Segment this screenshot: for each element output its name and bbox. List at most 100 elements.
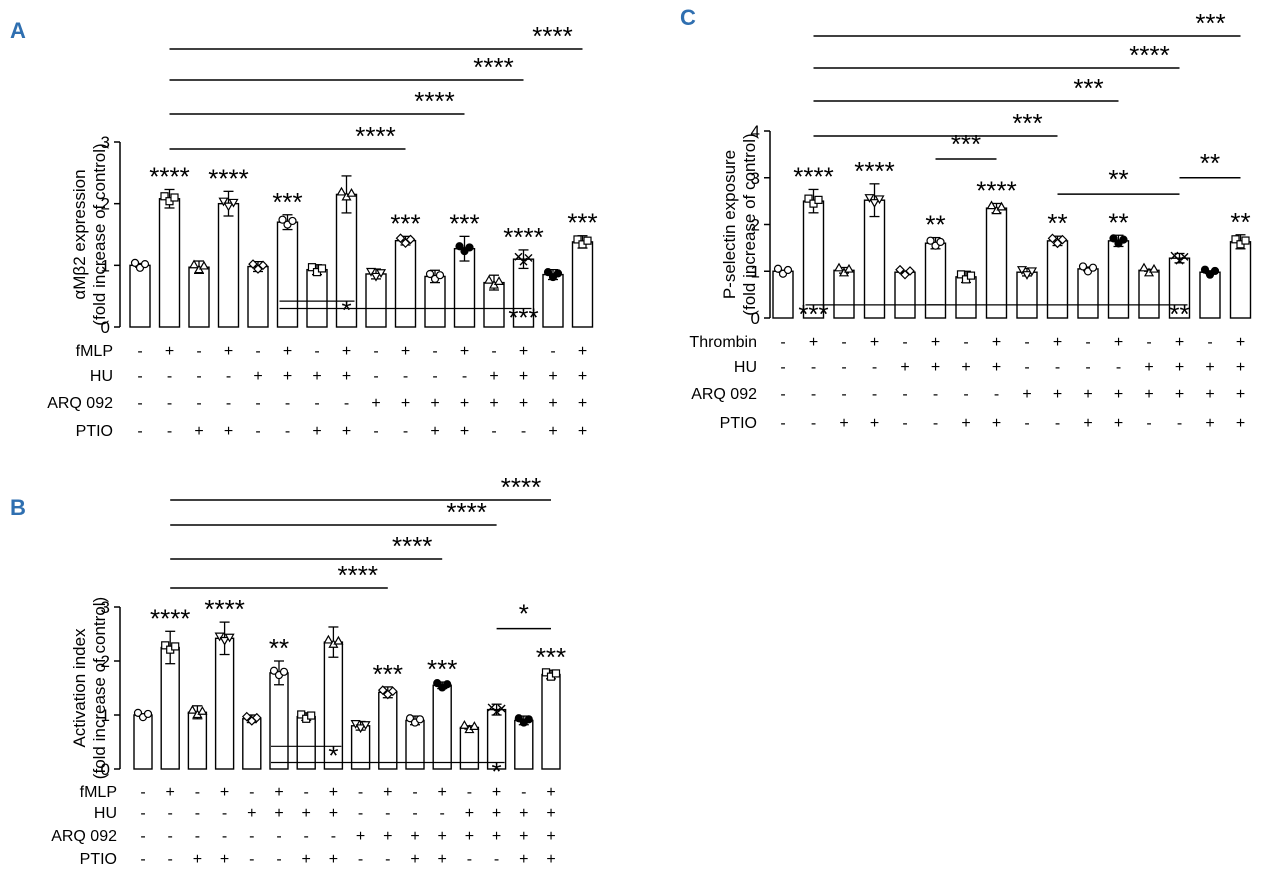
bracket-significance-label: *** [1073, 73, 1103, 103]
data-point [443, 680, 452, 689]
data-point [241, 711, 252, 722]
condition-sign: + [900, 359, 909, 376]
y-axis-label: P-selectin exposure [720, 150, 739, 299]
bar [306, 268, 328, 328]
condition-sign: + [1175, 386, 1184, 403]
data-point [864, 194, 875, 203]
data-point [1241, 236, 1250, 245]
condition-sign: - [226, 368, 231, 385]
condition-sign: - [491, 423, 496, 440]
y-axis-label: (fold increase of control) [90, 597, 109, 779]
condition-sign: - [1024, 334, 1029, 351]
bar-significance-label: **** [976, 175, 1016, 205]
condition-sign: - [137, 423, 142, 440]
data-point [1109, 234, 1118, 243]
condition-sign: - [167, 395, 172, 412]
bar [247, 265, 269, 328]
data-point [583, 236, 592, 245]
data-point [377, 685, 388, 696]
bar-significance-label: **** [204, 594, 244, 624]
condition-sign: + [1236, 415, 1245, 432]
condition-sign: + [430, 423, 439, 440]
data-point [1175, 256, 1184, 265]
bracket-significance-label: * [519, 599, 529, 629]
condition-label: PTIO [720, 415, 757, 432]
condition-sign: + [931, 334, 940, 351]
condition-sign: - [285, 423, 290, 440]
condition-sign: + [1236, 334, 1245, 351]
condition-sign: + [548, 423, 557, 440]
condition-sign: + [546, 828, 555, 845]
data-point [405, 714, 415, 723]
condition-sign: - [358, 805, 363, 822]
bracket-significance-label: *** [951, 129, 981, 159]
data-point [350, 720, 361, 729]
data-point [140, 260, 150, 269]
condition-sign: - [462, 368, 467, 385]
bar [217, 202, 240, 328]
data-point [996, 201, 1007, 211]
bar [405, 719, 425, 770]
condition-sign: - [222, 805, 227, 822]
data-point [966, 271, 976, 280]
condition-sign: + [383, 784, 392, 801]
condition-sign: + [578, 423, 587, 440]
condition-sign: - [1207, 334, 1212, 351]
condition-sign: + [961, 415, 970, 432]
condition-sign: + [302, 851, 311, 868]
condition-sign: + [430, 395, 439, 412]
condition-sign: - [780, 415, 785, 432]
y-tick-label: 4 [751, 122, 760, 141]
data-point [433, 679, 442, 688]
condition-sign: - [373, 343, 378, 360]
data-point [187, 704, 198, 714]
data-point [459, 720, 470, 729]
condition-sign: - [933, 415, 938, 432]
data-point [218, 197, 229, 207]
data-point [1057, 234, 1068, 245]
condition-sign: + [809, 334, 818, 351]
condition-sign: - [994, 386, 999, 403]
bar-significance-label: ** [925, 210, 945, 240]
condition-sign: + [519, 368, 528, 385]
condition-sign: + [312, 423, 321, 440]
y-axis-label: Activation index [70, 628, 89, 748]
bracket-significance-label: **** [473, 52, 513, 82]
condition-sign: - [841, 386, 846, 403]
data-point [1180, 252, 1189, 261]
condition-label: fMLP [80, 784, 117, 801]
data-point [455, 242, 464, 251]
condition-sign: + [253, 368, 262, 385]
condition-sign: - [550, 343, 555, 360]
condition-label: PTIO [80, 851, 117, 868]
bracket-significance-label: **** [338, 560, 378, 590]
bar [772, 270, 794, 319]
data-point [492, 707, 501, 716]
data-point [188, 259, 200, 269]
data-point [317, 264, 327, 273]
data-point [895, 264, 905, 275]
condition-sign: + [961, 359, 970, 376]
condition-sign: - [933, 386, 938, 403]
y-tick-label: 1 [751, 262, 760, 281]
condition-sign: - [872, 386, 877, 403]
bar-significance-label: ** [1230, 207, 1250, 237]
condition-sign: - [168, 805, 173, 822]
condition-sign: + [220, 784, 229, 801]
condition-sign: - [167, 368, 172, 385]
data-point [333, 635, 344, 645]
condition-sign: - [222, 828, 227, 845]
panel-letter: C [680, 5, 696, 30]
data-point [1200, 265, 1210, 274]
condition-sign: - [1146, 334, 1151, 351]
data-point [133, 708, 143, 717]
bar [269, 672, 289, 770]
data-point [251, 712, 262, 723]
condition-sign: + [519, 851, 528, 868]
bar [514, 719, 534, 770]
bar [188, 266, 210, 328]
condition-sign: - [167, 423, 172, 440]
panel-letter: B [10, 495, 26, 520]
bar [133, 714, 153, 770]
data-point [336, 186, 347, 196]
